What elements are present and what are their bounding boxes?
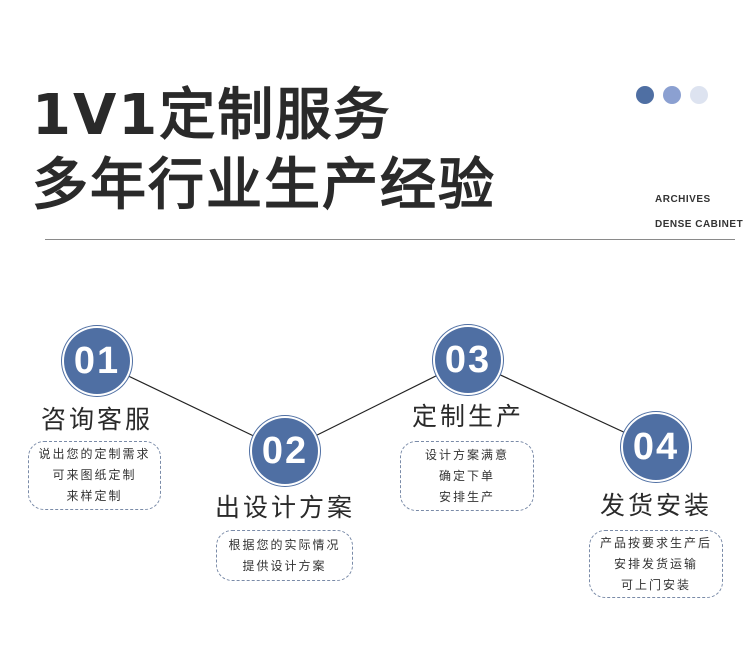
step-3-number: 03: [435, 327, 501, 393]
desc-line: 来样定制: [66, 489, 123, 503]
step-4-description: 产品按要求生产后 安排发货运输 可上门安装: [589, 530, 723, 598]
desc-line: 提供设计方案: [242, 558, 327, 573]
decor-dot-light: [690, 86, 708, 104]
step-2-title: 出设计方案: [214, 493, 355, 522]
step-2-number: 02: [252, 418, 318, 484]
step-4-title: 发货安装: [599, 491, 712, 520]
desc-line: 安排发货运输: [613, 556, 698, 571]
step-1-description: 说出您的定制需求 可来图纸定制 来样定制: [28, 441, 161, 510]
step-1-title: 咨询客服: [40, 405, 153, 434]
desc-line: 安排生产: [438, 489, 495, 504]
step-3-title: 定制生产: [411, 402, 524, 431]
english-label-archives: ARCHIVES: [655, 194, 711, 205]
headline-line1: 1V1定制服务: [32, 83, 392, 148]
desc-line: 可来图纸定制: [52, 468, 137, 482]
desc-line: 产品按要求生产后: [599, 535, 712, 550]
step-2-description: 根据您的实际情况 提供设计方案: [216, 530, 353, 581]
step-4-number: 04: [623, 414, 689, 480]
decor-dot-mid: [663, 86, 681, 104]
step-3-description: 设计方案满意 确定下单 安排生产: [400, 441, 534, 511]
desc-line: 根据您的实际情况: [228, 537, 341, 552]
connector-3-4: [467, 359, 657, 448]
headline-line2: 多年行业生产经验: [32, 153, 496, 218]
desc-line: 说出您的定制需求: [38, 447, 151, 461]
english-label-cabinet: DENSE CABINET: [655, 219, 744, 230]
connector-2-3: [284, 359, 469, 452]
step-1-number: 01: [64, 328, 130, 394]
desc-line: 确定下单: [438, 468, 495, 483]
divider: [45, 239, 735, 240]
connector-1-2: [96, 360, 286, 452]
desc-line: 可上门安装: [620, 577, 691, 592]
decor-dot-dark: [636, 86, 654, 104]
desc-line: 设计方案满意: [424, 447, 509, 462]
